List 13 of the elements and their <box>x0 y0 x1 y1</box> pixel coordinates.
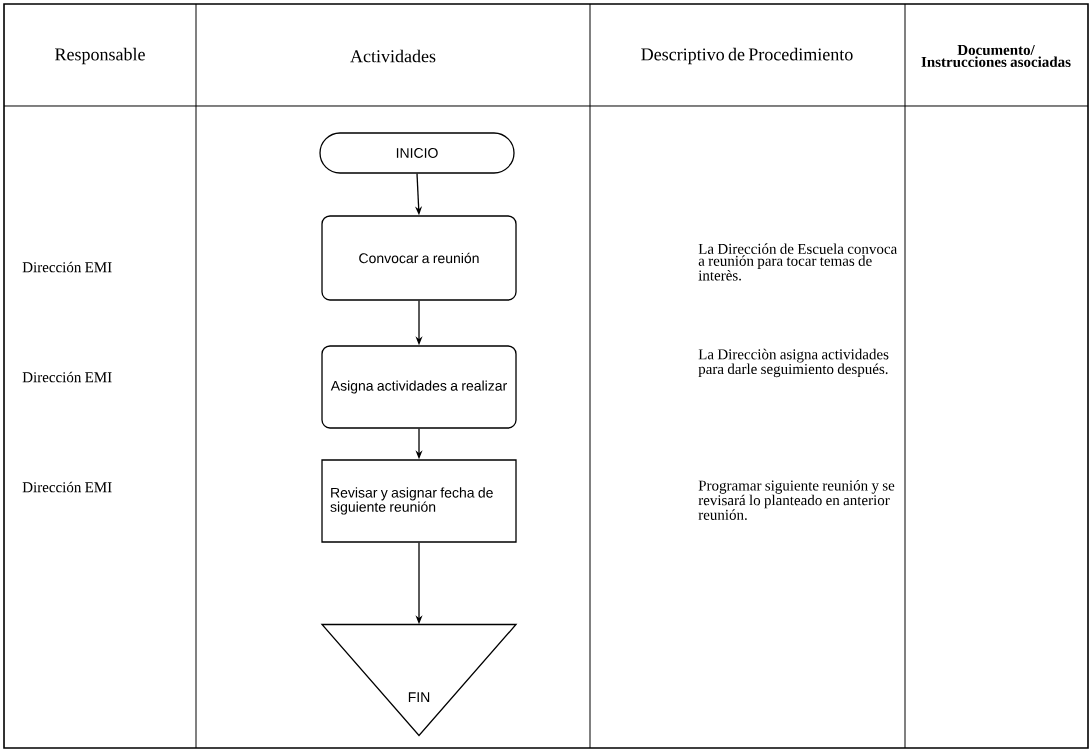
process-box: Convocar a reunión <box>321 215 517 301</box>
cell-text: La Direcciòn asigna actividades para darle seguimiento después. <box>698 348 889 378</box>
column-header: Documento/ Instrucciones asociadas <box>921 45 1071 67</box>
cell-text: Dirección EMI <box>22 371 112 383</box>
cell-text: Programar siguiente reunión y se revisará lo planteado en anterior reunión. <box>698 480 895 520</box>
cell-text: La Dirección de Escuela convoca a reunión para tocar temas de interès. <box>698 243 898 281</box>
process-box: Revisar y asignar fecha de siguiente reunión <box>321 459 517 543</box>
process-box: Asigna actividades a realizar <box>321 345 517 429</box>
column-header: Descriptivo de Procedimiento <box>641 47 853 65</box>
column-header: Responsable <box>55 47 145 65</box>
column-header: Actividades <box>350 49 436 63</box>
cell-text: Dirección EMI <box>22 261 112 273</box>
cell-text: Dirección EMI <box>22 481 112 493</box>
